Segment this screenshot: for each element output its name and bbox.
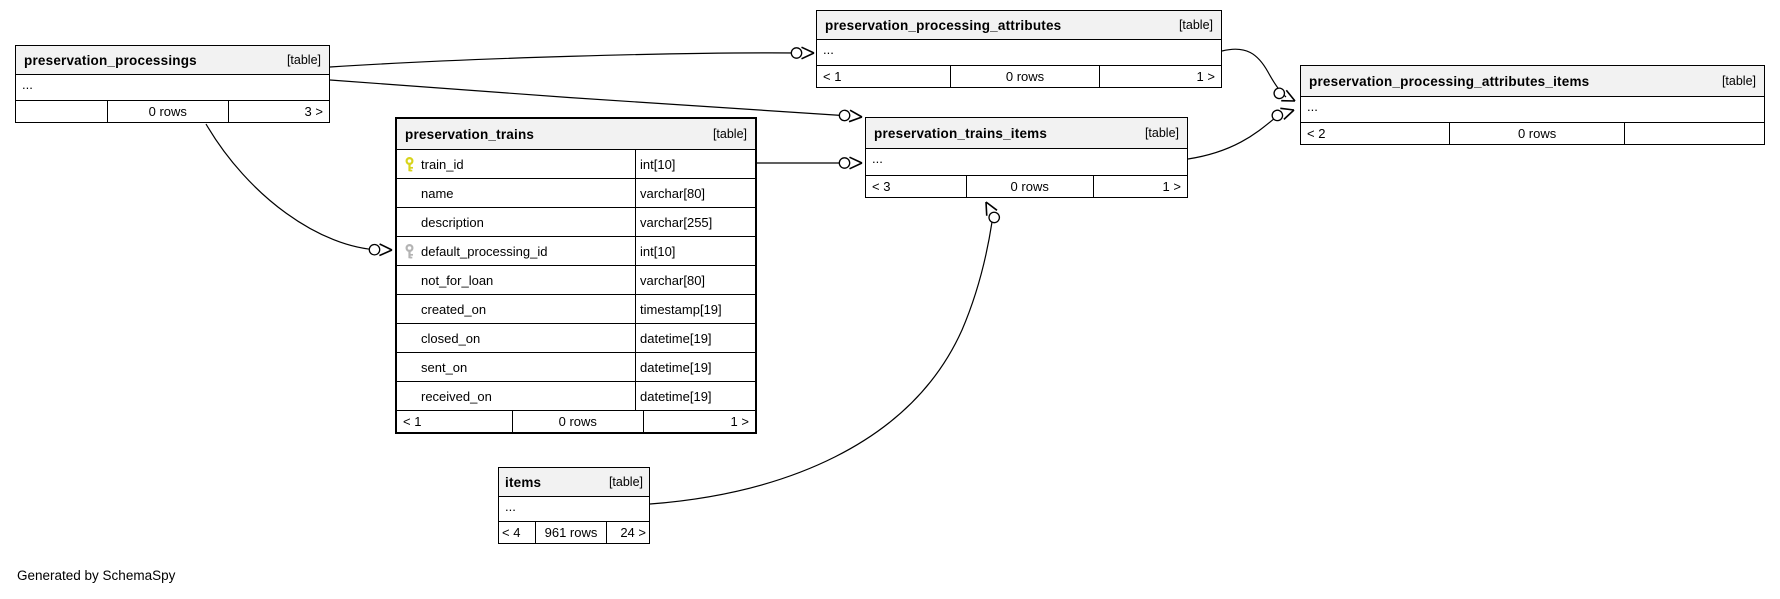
relationship-edge: [1187, 107, 1295, 160]
footer-rowcount: 0 rows: [950, 66, 1100, 87]
table-footer: < 1 0 rows 1 >: [817, 66, 1221, 87]
table-items[interactable]: items [table] ... < 4 961 rows 24 >: [498, 467, 650, 544]
footer-children: [1625, 123, 1764, 144]
footer-rowcount: 0 rows: [511, 411, 644, 432]
table-footer: < 2 0 rows: [1301, 123, 1764, 144]
footer-parents: < 4: [502, 525, 521, 540]
hidden-columns-indicator: ...: [817, 40, 1221, 66]
hidden-columns-indicator: ...: [866, 149, 1187, 176]
footer-rowcount: 0 rows: [1449, 123, 1626, 144]
column-type: datetime[19]: [635, 324, 755, 352]
column-type: varchar[255]: [635, 208, 755, 236]
crow-arrow-icon: [790, 46, 815, 60]
column-name: train_id: [421, 156, 464, 172]
column-row: sent_on datetime[19]: [397, 353, 755, 382]
table-name[interactable]: preservation_processing_attributes: [825, 17, 1062, 33]
table-header: preservation_processings [table]: [16, 46, 329, 75]
table-header: preservation_trains_items [table]: [866, 118, 1187, 149]
column-row: received_on datetime[19]: [397, 382, 755, 411]
column-row: created_on timestamp[19]: [397, 295, 755, 324]
relationship-edge: [1221, 48, 1296, 102]
footer-parents: < 1: [823, 69, 842, 84]
table-footer: < 1 0 rows 1 >: [397, 411, 755, 432]
primary-key-icon: [397, 156, 421, 172]
table-preservation-trains[interactable]: preservation_trains [table] train_id int[…: [395, 117, 757, 434]
footer-children: 1 >: [1196, 69, 1215, 84]
footer-parents: < 3: [872, 179, 891, 194]
table-tag: [table]: [608, 475, 643, 489]
column-row: default_processing_id int[10]: [397, 237, 755, 266]
column-name: created_on: [421, 301, 487, 317]
table-preservation-processing-attributes-items[interactable]: preservation_processing_attributes_items…: [1300, 65, 1765, 145]
table-tag: [table]: [1721, 74, 1756, 88]
crow-arrow-icon: [985, 201, 1001, 224]
column-name: default_processing_id: [421, 243, 548, 259]
footer-parents: [16, 101, 107, 122]
table-header: preservation_processing_attributes [tabl…: [817, 11, 1221, 40]
table-tag: [table]: [1144, 126, 1179, 140]
crow-arrow-icon: [368, 243, 393, 257]
hidden-columns-indicator: ...: [499, 497, 649, 522]
column-name: name: [421, 185, 454, 201]
table-header: preservation_processing_attributes_items…: [1301, 66, 1764, 97]
crow-arrow-icon: [1273, 87, 1296, 102]
column-row: name varchar[80]: [397, 179, 755, 208]
footer-children: 3 >: [304, 104, 323, 119]
relationship-edge: [205, 123, 393, 257]
footer-rowcount: 0 rows: [106, 101, 229, 122]
table-tag: [table]: [712, 127, 747, 141]
crow-arrow-icon: [838, 156, 863, 170]
foreign-key-icon: [397, 243, 421, 259]
column-name: description: [421, 214, 484, 230]
table-tag: [table]: [1178, 18, 1213, 32]
relationship-edge: [757, 156, 863, 170]
column-type: varchar[80]: [635, 179, 755, 207]
footer-parents: < 2: [1307, 126, 1326, 141]
hidden-columns-indicator: ...: [16, 75, 329, 101]
footer-children: 1 >: [730, 414, 749, 429]
column-type: int[10]: [635, 150, 755, 178]
table-name[interactable]: preservation_processings: [24, 52, 197, 68]
column-name: received_on: [421, 388, 492, 404]
column-type: datetime[19]: [635, 353, 755, 381]
footer-children: 1 >: [1162, 179, 1181, 194]
table-name[interactable]: preservation_processing_attributes_items: [1309, 73, 1590, 89]
footer-rowcount: 961 rows: [535, 522, 607, 543]
table-name[interactable]: preservation_trains: [405, 126, 535, 142]
hidden-columns-indicator: ...: [1301, 97, 1764, 123]
table-header: preservation_trains [table]: [397, 119, 755, 150]
column-name: closed_on: [421, 330, 481, 346]
relationship-edge: [329, 46, 815, 68]
column-row: description varchar[255]: [397, 208, 755, 237]
table-preservation-processings[interactable]: preservation_processings [table] ... 0 r…: [15, 45, 330, 123]
footer-rowcount: 0 rows: [965, 176, 1094, 197]
column-row: train_id int[10]: [397, 150, 755, 179]
table-tag: [table]: [286, 53, 321, 67]
column-row: closed_on datetime[19]: [397, 324, 755, 353]
table-footer: < 4 961 rows 24 >: [499, 522, 649, 543]
footer-parents: < 1: [403, 414, 422, 429]
column-type: varchar[80]: [635, 266, 755, 294]
column-name: not_for_loan: [421, 272, 494, 288]
table-footer: 0 rows 3 >: [16, 101, 329, 122]
footer-children: 24 >: [620, 525, 646, 540]
column-name: sent_on: [421, 359, 468, 375]
column-type: datetime[19]: [635, 382, 755, 410]
table-preservation-trains-items[interactable]: preservation_trains_items [table] ... < …: [865, 117, 1188, 198]
table-name[interactable]: items: [505, 474, 542, 490]
table-footer: < 3 0 rows 1 >: [866, 176, 1187, 197]
column-type: timestamp[19]: [635, 295, 755, 323]
table-name[interactable]: preservation_trains_items: [874, 125, 1048, 141]
crow-arrow-icon: [1271, 107, 1295, 122]
column-type: int[10]: [635, 237, 755, 265]
crow-arrow-icon: [838, 109, 863, 123]
table-header: items [table]: [499, 468, 649, 497]
table-preservation-processing-attributes[interactable]: preservation_processing_attributes [tabl…: [816, 10, 1222, 88]
generated-by-note: Generated by SchemaSpy: [17, 568, 176, 583]
column-row: not_for_loan varchar[80]: [397, 266, 755, 295]
